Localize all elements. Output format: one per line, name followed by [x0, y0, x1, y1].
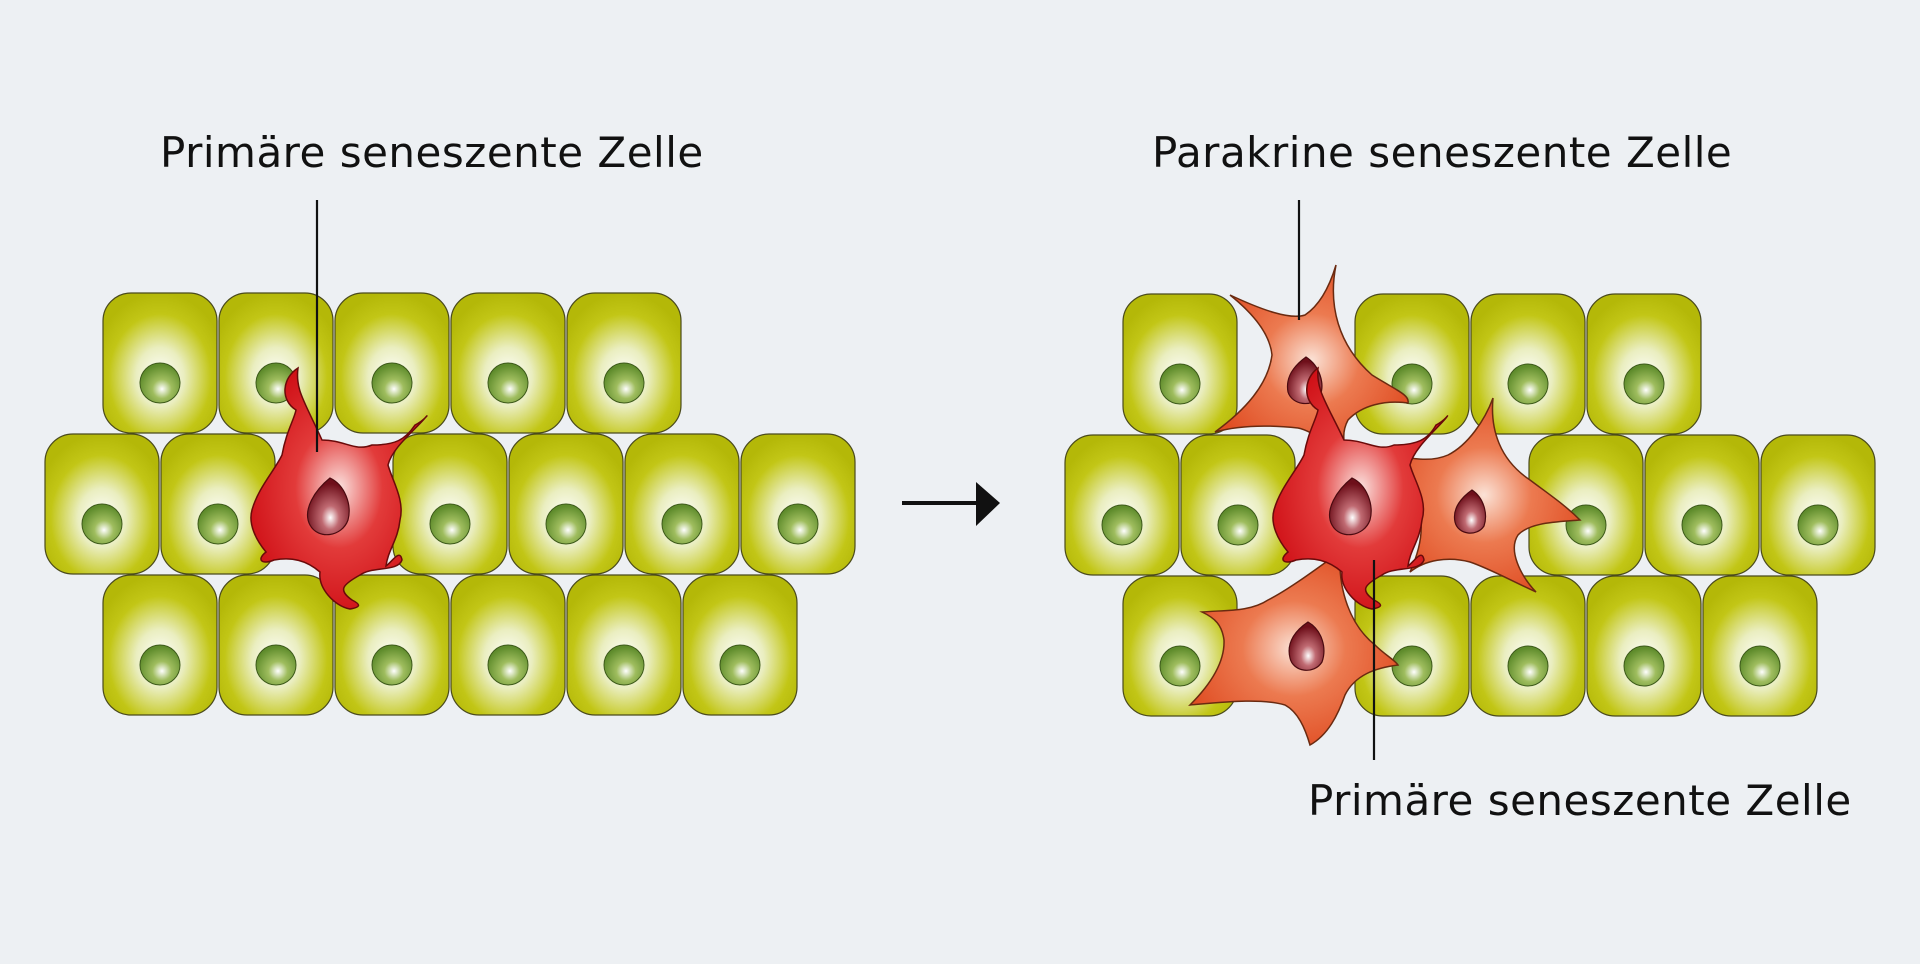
label-paracrine-senescent: Parakrine seneszente Zelle — [1152, 128, 1733, 177]
healthy-cell — [1064, 434, 1180, 576]
paracrine-senescent-cell — [1386, 397, 1582, 593]
healthy-cell — [566, 292, 682, 434]
healthy-cell — [1122, 293, 1238, 435]
healthy-cell — [1354, 575, 1470, 717]
healthy-cell — [392, 433, 508, 575]
senescent-nucleus — [1453, 489, 1487, 534]
healthy-cell — [1644, 434, 1760, 576]
primary-senescent-cell — [250, 366, 428, 610]
left-tissue — [44, 200, 856, 716]
healthy-cell — [450, 574, 566, 716]
healthy-cell — [508, 433, 624, 575]
paracrine-senescent-cell — [1214, 264, 1409, 456]
healthy-cell — [218, 574, 334, 716]
healthy-cell — [44, 433, 160, 575]
healthy-cell — [160, 433, 276, 575]
healthy-cell — [1586, 575, 1702, 717]
right-tissue — [1064, 200, 1876, 760]
healthy-cell — [624, 433, 740, 575]
senescent-nucleus — [307, 477, 350, 536]
healthy-cell — [1702, 575, 1818, 717]
healthy-cell — [1760, 434, 1876, 576]
label-primary-senescent-right: Primäre seneszente Zelle — [1308, 776, 1852, 825]
healthy-cell — [1354, 293, 1470, 435]
healthy-cell — [334, 574, 450, 716]
label-primary-senescent-left: Primäre seneszente Zelle — [160, 128, 704, 177]
healthy-cell — [1586, 293, 1702, 435]
healthy-cell — [566, 574, 682, 716]
healthy-cell — [682, 574, 798, 716]
primary-senescent-cell — [1272, 366, 1449, 610]
healthy-cell — [334, 292, 450, 434]
senescent-nucleus — [1288, 621, 1325, 671]
healthy-cell — [740, 433, 856, 575]
paracrine-senescent-cell — [1188, 550, 1400, 747]
senescent-nucleus — [1329, 477, 1372, 536]
right-arrow-icon — [902, 482, 1000, 526]
healthy-cell — [102, 574, 218, 716]
healthy-cell — [1470, 293, 1586, 435]
healthy-cell — [102, 292, 218, 434]
healthy-cell — [1470, 575, 1586, 717]
healthy-cell — [450, 292, 566, 434]
